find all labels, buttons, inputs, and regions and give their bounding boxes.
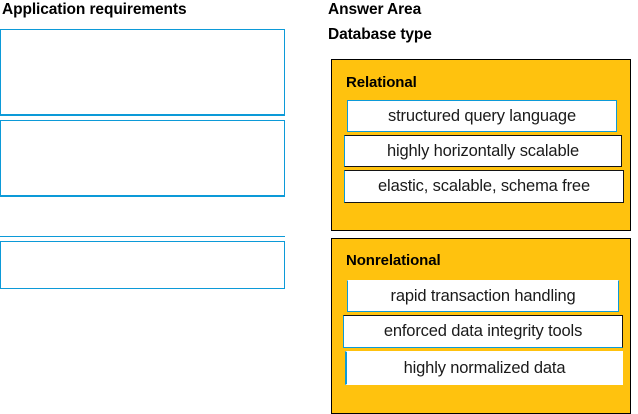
requirement-drop-slot-3[interactable] <box>0 241 285 289</box>
category-label-nonrelational: Nonrelational <box>346 252 441 269</box>
application-requirements-column: Application requirements <box>0 0 300 414</box>
answer-area-title: Answer Area <box>328 1 422 18</box>
page-title: Application requirements <box>2 1 187 18</box>
database-type-header: Database type <box>328 26 432 43</box>
option-chip-elastic-scalable-schema-free[interactable]: elastic, scalable, schema free <box>344 170 624 203</box>
slot-divider-rule-3 <box>0 236 285 237</box>
requirement-drop-slot-2[interactable] <box>0 120 285 196</box>
category-label-relational: Relational <box>346 74 417 91</box>
slot-divider-rule-1 <box>0 115 285 116</box>
option-chip-rapid-transaction-handling[interactable]: rapid transaction handling <box>347 280 619 312</box>
option-chip-enforced-data-integrity-tools[interactable]: enforced data integrity tools <box>343 315 623 348</box>
answer-area-column: Answer Area Database type Relational str… <box>328 0 638 414</box>
category-panel-nonrelational: Nonrelational rapid transaction handling… <box>331 238 631 414</box>
category-panel-relational: Relational structured query language hig… <box>331 59 631 231</box>
option-chip-structured-query-language[interactable]: structured query language <box>347 100 617 132</box>
option-chip-highly-horizontally-scalable[interactable]: highly horizontally scalable <box>344 135 622 167</box>
option-chip-highly-normalized-data[interactable]: highly normalized data <box>345 351 623 385</box>
slot-divider-rule-2 <box>0 196 285 197</box>
requirement-drop-slot-1[interactable] <box>0 29 285 115</box>
